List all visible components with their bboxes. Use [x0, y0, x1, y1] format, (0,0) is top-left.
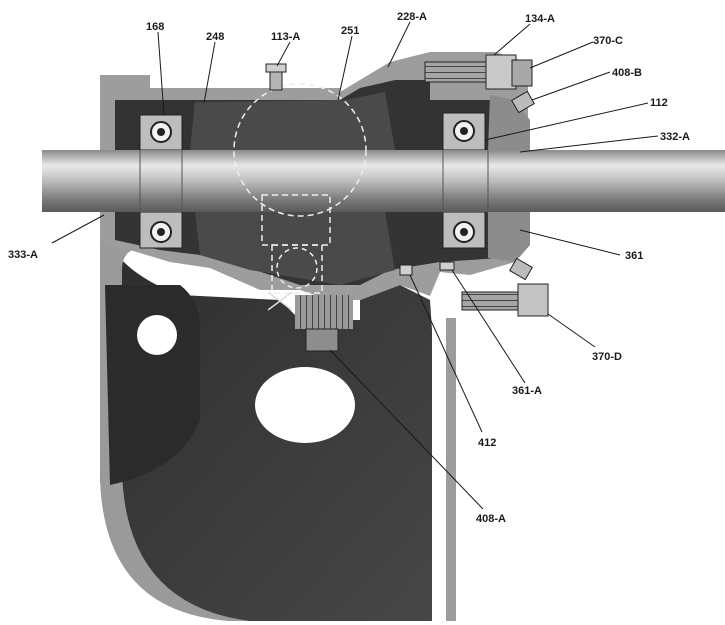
drain-plug-threads: [295, 295, 353, 329]
check-ball-dashed: [276, 247, 318, 289]
leader-408a: [329, 349, 484, 510]
casing-right-wall: [446, 318, 456, 621]
gasket-412: [399, 264, 413, 276]
label-408a: 408-A: [476, 513, 506, 525]
leader-112: [484, 102, 649, 141]
drain-plug-cross-hatch: [267, 291, 293, 311]
label-408b: 408-B: [612, 67, 642, 79]
leader-370c: [529, 41, 594, 69]
label-333a: 333-A: [8, 249, 38, 261]
leader-113a: [276, 41, 291, 67]
leader-333a: [51, 214, 105, 244]
casing-bolt-hole: [137, 315, 177, 355]
label-251: 251: [341, 25, 359, 37]
nut-370c: [511, 59, 533, 87]
label-113a: 113-A: [271, 31, 300, 43]
impeller-neck-dashed: [271, 244, 323, 294]
label-412: 412: [478, 437, 496, 449]
label-248: 248: [206, 31, 224, 43]
nut-370d: [517, 283, 549, 317]
leader-412: [409, 274, 483, 433]
seal-361a: [439, 261, 455, 271]
ball-bearing-left-upper: [139, 114, 183, 151]
label-370d: 370-D: [592, 351, 622, 363]
leader-248: [203, 41, 216, 104]
label-361a: 361-A: [512, 385, 542, 397]
grease-fitting-cap: [265, 63, 287, 73]
cap-screw-134a-head: [485, 54, 517, 90]
drain-plug-body: [305, 328, 339, 352]
casing-outer-wall: [100, 240, 250, 621]
label-370c: 370-C: [593, 35, 623, 47]
leader-134a: [493, 23, 531, 56]
label-228a: 228-A: [397, 11, 427, 23]
shaft: [42, 150, 725, 212]
leader-361a: [451, 269, 526, 384]
casing-right-gap: [432, 320, 446, 621]
ball-bearing-right-upper: [442, 112, 486, 151]
leader-228a: [387, 21, 411, 68]
leader-408b: [531, 71, 611, 101]
leader-370d: [547, 313, 596, 348]
label-168: 168: [146, 21, 164, 33]
leader-lines: [51, 21, 659, 510]
leader-251: [337, 35, 353, 101]
impeller-dashed-outline: [233, 83, 367, 217]
grease-fitting-top: [269, 69, 283, 91]
impeller-chamber-upper: [190, 92, 395, 150]
label-134a: 134-A: [525, 13, 555, 25]
end-cap-lower: [488, 212, 530, 262]
leader-361: [519, 229, 621, 256]
label-332a: 332-A: [660, 131, 690, 143]
label-112: 112: [650, 97, 668, 109]
cap-screw-370d: [461, 291, 523, 311]
label-361: 361: [625, 250, 643, 262]
fitting-361: [509, 257, 533, 281]
leader-332a: [519, 135, 659, 153]
ball-bearing-right-lower: [442, 211, 486, 249]
casing-center-opening: [255, 367, 355, 443]
ball-bearing-left-lower: [139, 211, 183, 249]
grease-fitting-408b: [511, 90, 535, 114]
leader-168: [157, 31, 165, 116]
